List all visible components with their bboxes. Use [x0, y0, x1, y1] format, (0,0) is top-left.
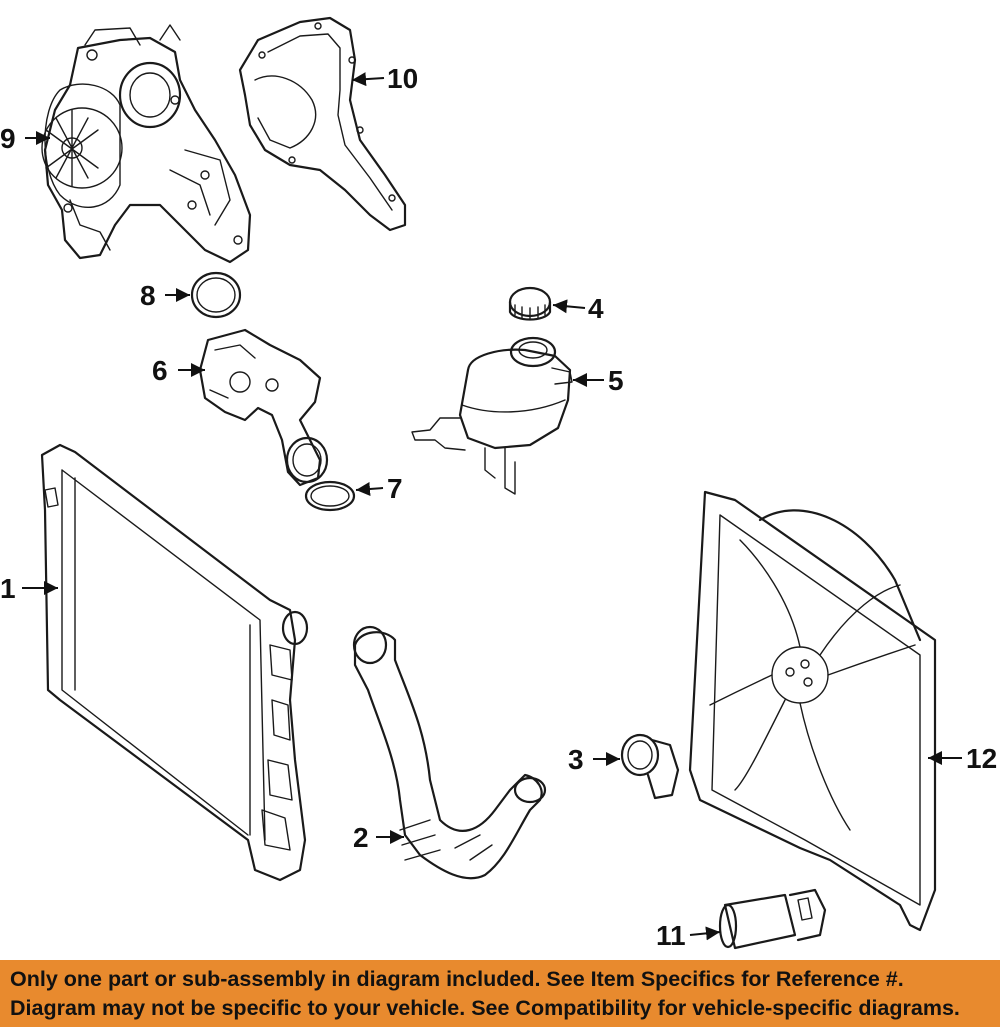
leader-4 [552, 299, 586, 314]
thermostat-housing-part [198, 328, 329, 487]
callout-8: 8 [140, 280, 156, 311]
disclaimer-line-2: Diagram may not be specific to your vehi… [10, 996, 960, 1020]
fan-assembly-part [688, 490, 937, 932]
disclaimer-line-1: Only one part or sub-assembly in diagram… [10, 967, 904, 991]
lower-hose-part [352, 625, 547, 880]
o-ring-8-part [190, 271, 242, 319]
leader-arrows [22, 72, 962, 941]
callout-12: 12 [966, 743, 997, 774]
disclaimer-banner: Only one part or sub-assembly in diagram… [0, 960, 1000, 1027]
radiator-part [40, 443, 309, 882]
callout-1: 1 [0, 573, 16, 604]
callout-6: 6 [152, 355, 168, 386]
reservoir-cap-part [508, 286, 552, 321]
callout-11: 11 [656, 920, 686, 951]
leader-10 [351, 72, 385, 87]
callout-2: 2 [353, 822, 369, 853]
leader-11 [689, 926, 721, 941]
water-pump-part [41, 24, 252, 264]
o-ring-7-part [304, 480, 356, 512]
hose-fitting-part [620, 733, 680, 800]
callout-7: 7 [387, 473, 403, 504]
callout-labels: 1 2 3 4 5 6 7 8 9 10 11 12 [0, 63, 997, 951]
callout-4: 4 [588, 293, 604, 324]
parts-diagram: 1 2 3 4 5 6 7 8 9 10 11 12 [0, 16, 997, 951]
callout-9: 9 [0, 123, 16, 154]
expansion-tank-part [411, 336, 573, 495]
leader-7 [355, 481, 384, 496]
callout-5: 5 [608, 365, 624, 396]
callout-3: 3 [568, 744, 584, 775]
callout-10: 10 [387, 63, 418, 94]
cover-gasket-part [238, 16, 407, 232]
auxiliary-pump-part [718, 888, 827, 950]
